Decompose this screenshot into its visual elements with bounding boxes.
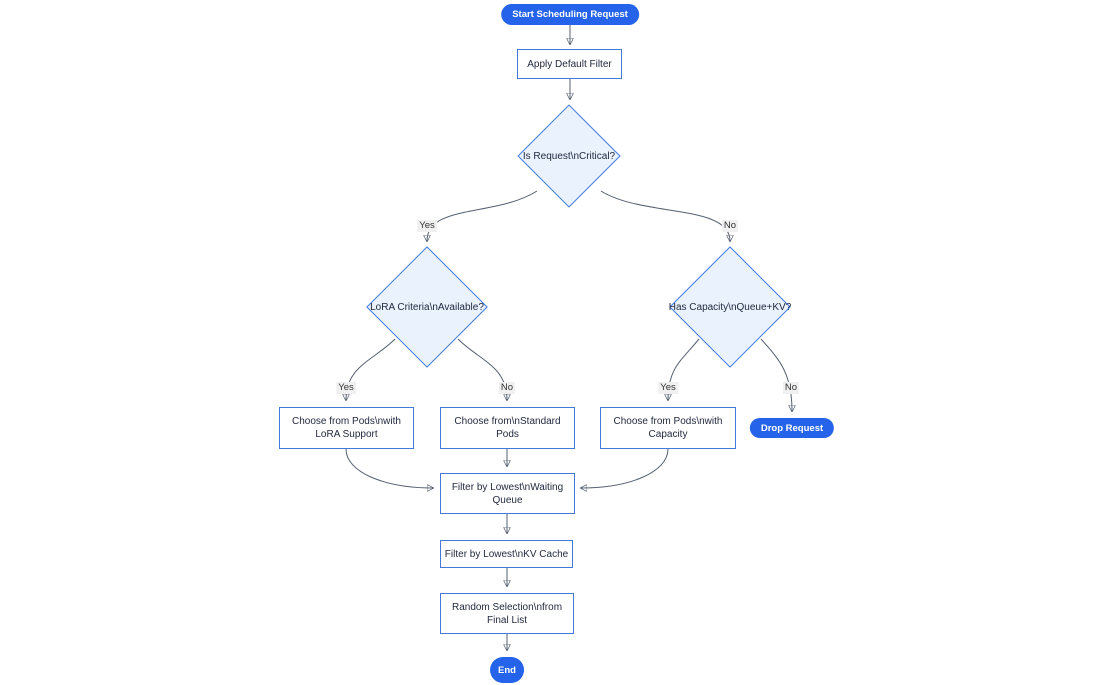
node-label: Final List: [486, 614, 527, 626]
node-end: End: [490, 657, 524, 683]
edge-label-no: No: [721, 220, 739, 232]
node-label: Capacity: [648, 429, 688, 440]
node-filter-waiting-queue: Filter by Lowest\nWaiting Queue: [440, 473, 575, 514]
node-has-capacity-decision: Has Capacity\nQueue+KV?: [669, 246, 791, 368]
node-apply-default-filter: Apply Default Filter: [517, 49, 622, 79]
node-choose-lora-pods: Choose from Pods\nwith LoRA Support: [279, 407, 414, 449]
edge-choose-lora-to-filter-queue: [345, 448, 433, 488]
node-label: LoRA Support: [315, 429, 378, 440]
edge-label-yes: Yes: [417, 220, 437, 232]
node-random-selection: Random Selection\nfrom Final List: [440, 593, 574, 634]
node-label: Filter by Lowest\nKV Cache: [444, 548, 569, 560]
edge-label-no: No: [498, 382, 516, 394]
edge-choose-capacity-to-filter-queue: [581, 448, 669, 488]
node-label: LoRA Criteria\nAvailable?: [370, 301, 484, 313]
node-label: Is Request\nCritical?: [522, 150, 616, 162]
node-filter-kv-cache: Filter by Lowest\nKV Cache: [440, 540, 573, 568]
node-label: Apply Default Filter: [527, 58, 612, 70]
node-label: Choose from\nStandard: [454, 416, 561, 427]
node-label: Pods: [496, 429, 519, 440]
node-is-request-critical-decision: Is Request\nCritical?: [517, 104, 621, 208]
node-lora-criteria-decision: LoRA Criteria\nAvailable?: [366, 246, 488, 368]
node-label: Choose from Pods\nwith: [292, 416, 401, 427]
node-label: Queue: [492, 494, 523, 506]
node-label: Random Selection\nfrom: [451, 601, 563, 613]
edge-label-yes: Yes: [658, 382, 678, 394]
node-choose-standard-pods: Choose from\nStandard Pods: [440, 407, 575, 449]
node-drop-request: Drop Request: [749, 418, 835, 438]
node-choose-capacity-pods: Choose from Pods\nwith Capacity: [600, 407, 736, 449]
node-start: Start Scheduling Request: [501, 4, 639, 25]
node-label: Filter by Lowest\nWaiting: [451, 481, 564, 493]
node-label: Choose from Pods\nwith: [613, 416, 723, 427]
edge-capacity-no-to-drop: [760, 338, 792, 411]
edge-label-yes: Yes: [336, 382, 356, 394]
edge-label-no: No: [782, 382, 800, 394]
node-label: Has Capacity\nQueue+KV?: [668, 301, 792, 313]
